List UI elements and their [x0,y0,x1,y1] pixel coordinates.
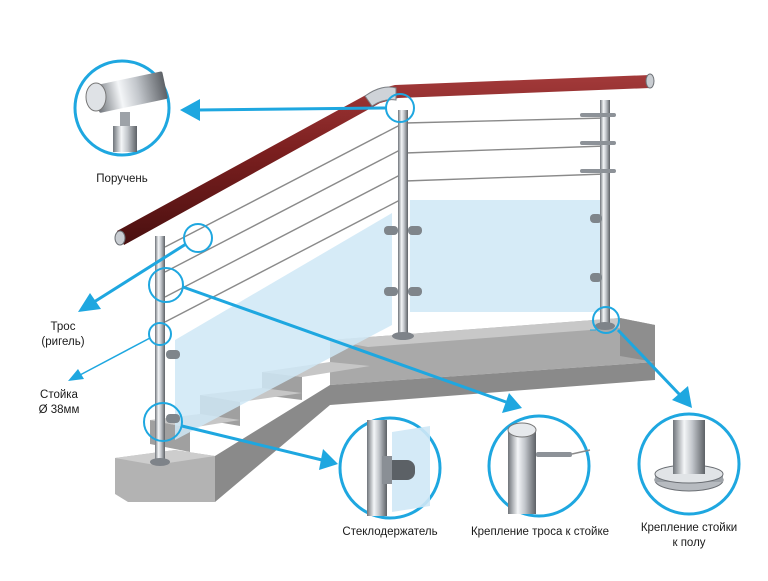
label-post-line2: Ø 38мм [38,404,80,416]
callout-arrows [68,99,692,470]
label-post: Стойка Ø 38мм [24,388,94,418]
cable-fittings [580,113,616,173]
label-glass-holder: Стеклодержатель [342,526,438,538]
label-handrail: Поручень [96,173,148,185]
label-cable: Трос (ригель) [28,320,98,350]
label-cable-line1: Трос [50,321,76,333]
callout-markers [143,93,620,442]
detail-handrail [73,59,171,157]
label-post-floor-mount-line1: Крепление стойки [640,522,738,534]
label-post-line1: Стойка [40,389,78,401]
handrail [114,73,655,246]
label-cable-line2: (ригель) [41,336,85,348]
posts [150,100,615,466]
label-post-floor-mount-line2: к полу [672,537,706,549]
glass-panels [175,200,602,440]
detail-glass-holder [338,416,442,520]
detail-cable-mount [487,414,591,518]
label-post-floor-mount: Крепление стойки к полу [632,521,746,551]
detail-floor-mount [637,412,741,516]
glass-holders [166,214,602,423]
label-cable-mount: Крепление троса к стойке [470,526,610,538]
